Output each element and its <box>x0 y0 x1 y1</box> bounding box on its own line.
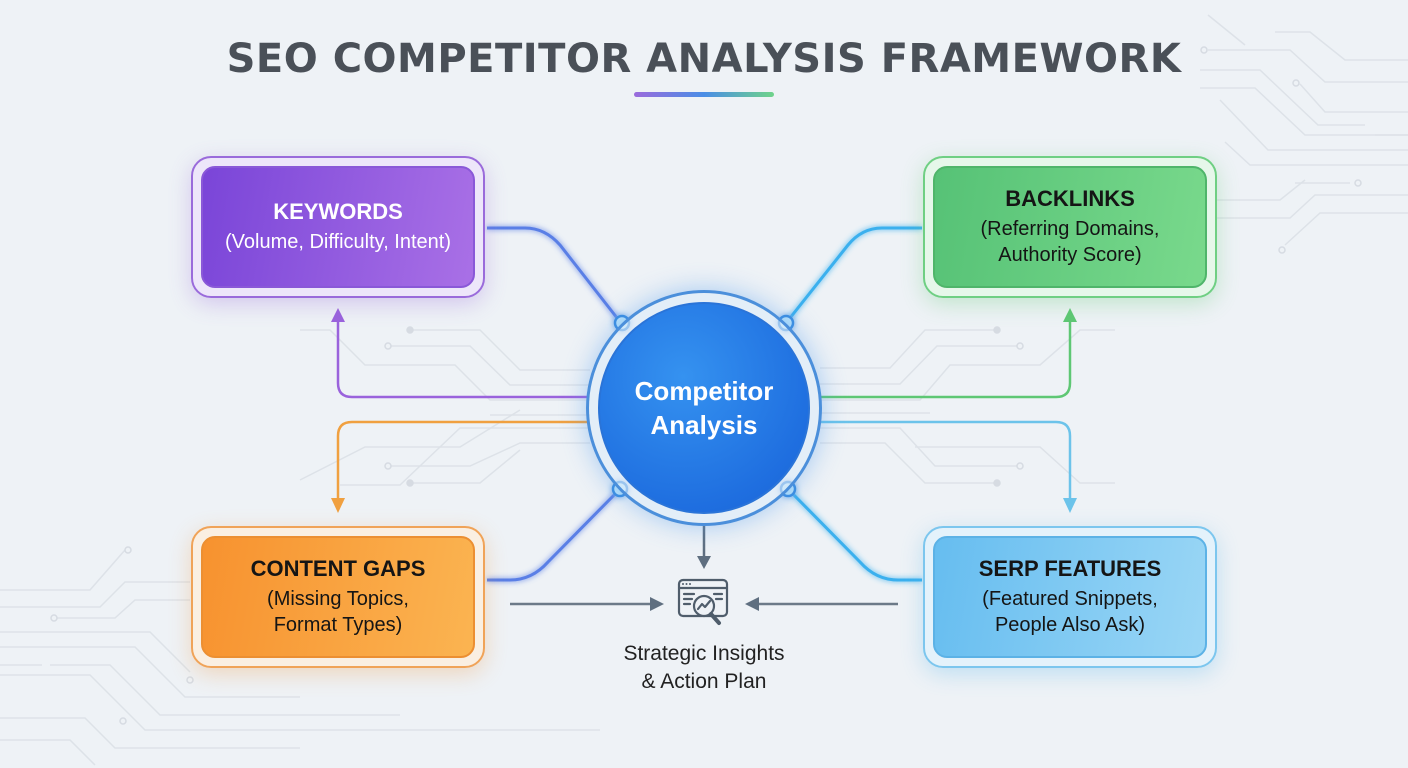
node-keywords-card: KEYWORDS (Volume, Difficulty, Intent) <box>201 166 475 288</box>
node-serp-features-heading: SERP FEATURES <box>978 556 1162 581</box>
link-content-gaps-hub <box>487 487 622 582</box>
arrowhead-backlinks <box>1063 308 1077 322</box>
link-backlinks-hub <box>784 226 922 324</box>
arrow-to-backlinks <box>820 320 1072 399</box>
node-content-gaps-card: CONTENT GAPS (Missing Topics, Format Typ… <box>201 536 475 658</box>
node-content-gaps-detail-line1: (Missing Topics, <box>267 588 409 610</box>
output-label-line2: & Action Plan <box>641 670 767 693</box>
arrowhead-hub-output <box>697 556 711 569</box>
page-title: SEO COMPETITOR ANALYSIS FRAMEWORK <box>226 36 1182 82</box>
hub-label-line2: Analysis <box>650 410 758 440</box>
node-serp-features-card: SERP FEATURES (Featured Snippets, People… <box>933 536 1207 658</box>
node-backlinks-detail-line1: (Referring Domains, <box>980 218 1160 240</box>
arrowhead-right-output <box>745 597 759 611</box>
node-keywords[interactable]: KEYWORDS (Volume, Difficulty, Intent) <box>191 156 485 298</box>
node-serp-features-detail-line2: People Also Ask) <box>994 614 1146 636</box>
node-content-gaps-detail-line2: Format Types) <box>273 614 403 636</box>
node-backlinks-detail-line2: Authority Score) <box>998 244 1142 266</box>
node-keywords-detail: (Volume, Difficulty, Intent) <box>224 231 451 253</box>
link-serp-hub <box>786 487 922 582</box>
node-serp-features-detail-line1: (Featured Snippets, <box>982 588 1158 610</box>
link-keywords-hub <box>487 226 623 324</box>
node-backlinks-card: BACKLINKS (Referring Domains, Authority … <box>933 166 1207 288</box>
arrow-to-content-gaps <box>336 420 588 500</box>
output-label-line1: Strategic Insights <box>623 642 785 665</box>
arrowhead-serp <box>1063 498 1077 513</box>
hub-label-line1: Competitor <box>634 376 774 406</box>
node-content-gaps[interactable]: CONTENT GAPS (Missing Topics, Format Typ… <box>191 526 485 668</box>
node-backlinks[interactable]: BACKLINKS (Referring Domains, Authority … <box>923 156 1217 298</box>
arrowhead-content-gaps <box>331 498 345 513</box>
arrow-to-keywords <box>336 320 588 399</box>
arrowhead-left-output <box>650 597 664 611</box>
arrow-to-serp <box>820 420 1072 500</box>
node-keywords-heading: KEYWORDS <box>273 199 403 224</box>
arrowhead-keywords <box>331 308 345 322</box>
node-backlinks-heading: BACKLINKS <box>1005 186 1135 211</box>
node-serp-features[interactable]: SERP FEATURES (Featured Snippets, People… <box>923 526 1217 668</box>
title-underline <box>634 92 774 97</box>
node-content-gaps-heading: CONTENT GAPS <box>250 556 426 581</box>
output-strategic-insights[interactable]: Strategic Insights & Action Plan <box>574 640 834 696</box>
browser-analytics-magnifier-icon <box>677 578 729 625</box>
hub-competitor-analysis[interactable]: Competitor Analysis <box>598 302 810 514</box>
